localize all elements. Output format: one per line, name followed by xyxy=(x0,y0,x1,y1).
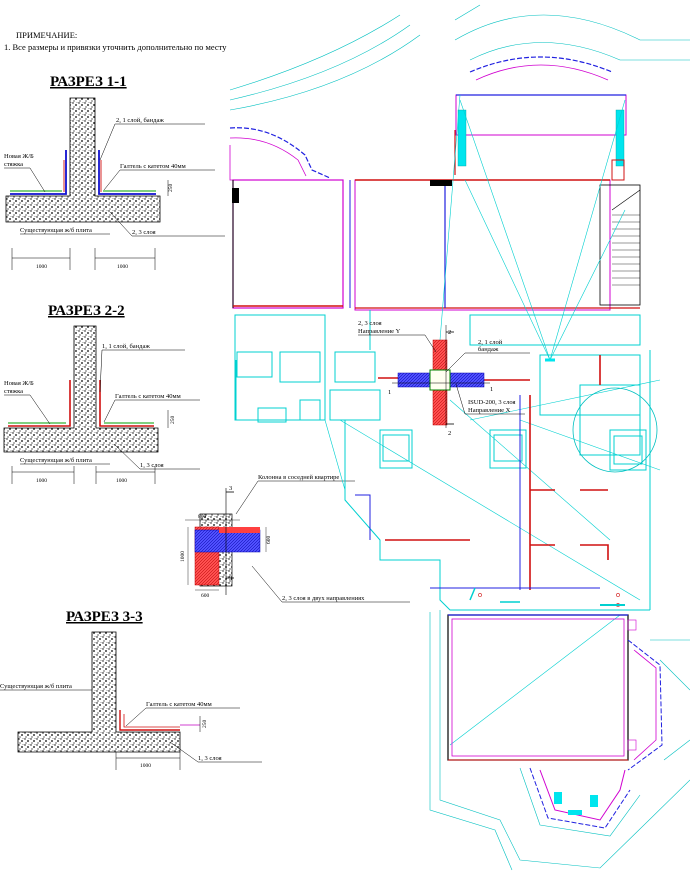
plan-section-2-mark-top: 2 xyxy=(448,329,451,336)
section-2-2: РАЗРЕЗ 2-2 1, 1 слой, бандаж Новая Ж/Б с… xyxy=(3,303,200,484)
room-upper-left xyxy=(232,179,344,309)
general-note: ПРИМЕЧАНИЕ: 1. Все размеры и привязки ут… xyxy=(4,30,227,52)
plan-label-band-1: 2, 1 слой xyxy=(478,339,503,346)
column-dim-left: 1000 xyxy=(180,551,186,562)
section-1-1-new-slab-label-2: стяжка xyxy=(4,161,23,168)
wrap-x xyxy=(194,529,261,553)
column-dim-right: 600 xyxy=(266,536,272,545)
section-1-1-title: РАЗРЕЗ 1-1 xyxy=(50,74,127,90)
section-1-1-fillet-label: Галтель с катетом 40мм xyxy=(120,163,186,170)
note-heading: ПРИМЕЧАНИЕ: xyxy=(16,30,77,40)
section-2-2-dim-right: 1000 xyxy=(116,478,127,484)
concrete-wall-and-slab xyxy=(17,631,181,753)
section-3-3-title: РАЗРЕЗ 3-3 xyxy=(66,609,143,625)
section-2-2-existing-label: Существующая ж/б плита xyxy=(20,457,92,464)
column-dim-top: 800 xyxy=(198,514,207,520)
section-3-3-existing-label: Существующая ж/б плита xyxy=(0,683,72,690)
section-3-3-layers-label: 1, 3 слоя xyxy=(198,755,222,762)
section-3-3-fillet-label: Галтель с катетом 40мм xyxy=(146,701,212,708)
plan-label-x-1: ISUD-200, 3 слоя xyxy=(468,399,515,406)
wrap-layer xyxy=(119,710,180,731)
plan-label-y-1: 2, 3 слоя xyxy=(358,320,382,327)
section-2-2-new-slab-label-1: Новая Ж/Б xyxy=(4,380,34,387)
section-2-2-height-dim: 250 xyxy=(170,416,176,425)
staircase xyxy=(599,184,641,306)
wrap-layer-right xyxy=(99,380,154,427)
section-2-2-title: РАЗРЕЗ 2-2 xyxy=(48,303,125,319)
wrap-layer-right xyxy=(98,150,156,195)
floor-plan: 2 2 1 1 2, 3 слоя Направление Y 2, 1 сло… xyxy=(229,4,690,871)
section-2-2-dim-left: 1000 xyxy=(36,478,47,484)
section-2-2-layer-label: 1, 1 слой, бандаж xyxy=(102,343,150,350)
wrap-band xyxy=(219,527,260,533)
room-lower xyxy=(447,614,629,761)
note-line-1: 1. Все размеры и привязки уточнить допол… xyxy=(4,42,227,52)
plan-column xyxy=(429,369,451,391)
plan-section-1-mark-left: 1 xyxy=(388,389,391,396)
wrap-layer-left xyxy=(10,150,67,195)
concrete-wall-and-slab xyxy=(3,325,159,453)
section-1-1-layers-label: 2, 3 слоя xyxy=(132,229,156,236)
section-1-1-layer-label: 2, 1 слой, бандаж xyxy=(116,117,164,124)
column-section-mark-top: 3 xyxy=(229,485,232,492)
column-section-mark-bottom: 3 xyxy=(229,575,232,582)
section-2-2-new-slab-label-2: стяжка xyxy=(4,388,23,395)
plan-section-2-mark-bottom: 2 xyxy=(448,430,451,437)
section-3-3-dim: 1000 xyxy=(140,763,151,769)
column-detail: Колонна в соседней квартире 3 3 800 600 … xyxy=(180,474,410,603)
section-1-1-dim-right: 1000 xyxy=(117,264,128,270)
concrete-wall-and-slab xyxy=(5,97,161,223)
plan-label-band-2: бандаж xyxy=(478,346,499,353)
wrap-layer-left xyxy=(8,380,71,427)
column-layers-label: 2, 3 слоя в двух направлениях xyxy=(282,595,365,602)
section-1-1-new-slab-label-1: Новая Ж/Б xyxy=(4,153,34,160)
section-3-3: РАЗРЕЗ 3-3 Существующая ж/б плита Галтел… xyxy=(0,609,262,770)
section-1-1-existing-label: Существующая ж/б плита xyxy=(20,227,92,234)
room-upper-middle xyxy=(354,179,611,311)
section-1-1-height-dim: 250 xyxy=(168,184,174,193)
section-3-3-height-dim: 250 xyxy=(202,720,208,729)
plan-section-1-mark-right: 1 xyxy=(490,386,493,393)
column-dim-bottom: 600 xyxy=(201,593,210,599)
plan-label-y-2: Направление Y xyxy=(358,328,401,335)
plan-label-x-2: Направление X xyxy=(468,407,511,414)
column-detail-title: Колонна в соседней квартире xyxy=(258,474,339,481)
bay-window-top xyxy=(455,94,627,136)
outline-curve-2 xyxy=(454,14,690,41)
section-2-2-fillet-label: Галтель с катетом 40мм xyxy=(115,393,181,400)
section-1-1: РАЗРЕЗ 1-1 2, 1 слой, бандаж Новая Ж/Б с… xyxy=(4,74,225,270)
section-2-2-layers-label: 1, 3 слоя xyxy=(140,462,164,469)
section-1-1-dim-left: 1000 xyxy=(36,264,47,270)
outline-curve-1 xyxy=(229,14,401,91)
